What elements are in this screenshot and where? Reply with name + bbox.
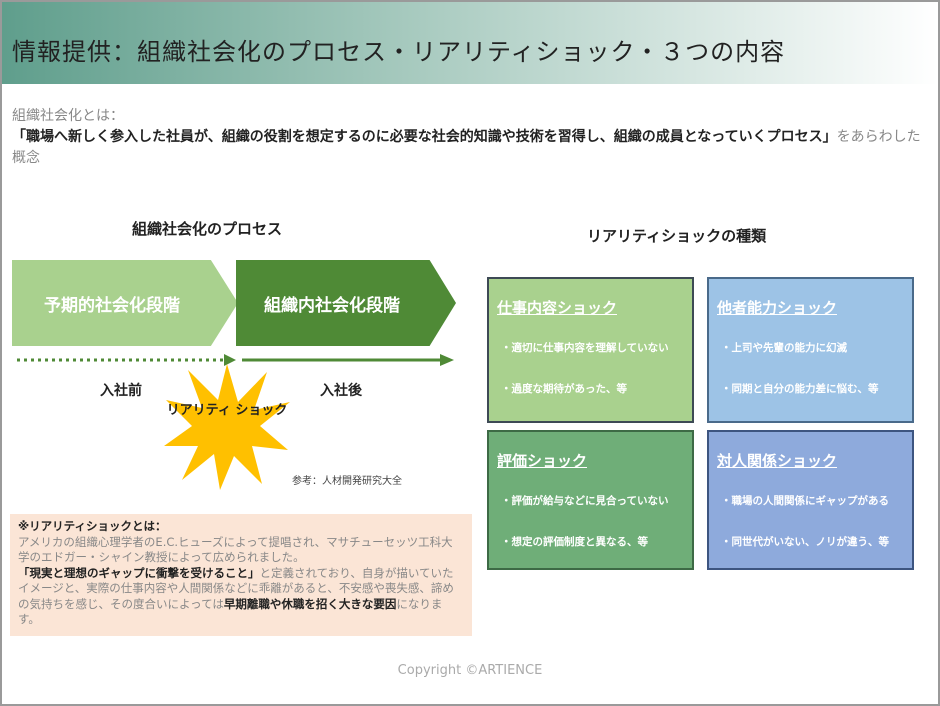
process-heading: 組織社会化のプロセス: [132, 220, 283, 238]
shock-box-relationships: 対人関係ショック ・職場の人間関係にギャップがある ・同世代がいない、ノリが違う…: [707, 430, 914, 570]
intro-label: 組織社会化とは：: [12, 108, 124, 124]
before-joining-label: 入社前: [100, 383, 142, 399]
stage1-label: 予期的社会化段階: [44, 295, 180, 316]
shock-box-job: 仕事内容ショック ・適切に仕事内容を理解していない ・過度な期待があった、等: [487, 277, 694, 423]
page-title: 情報提供：組織社会化のプロセス・リアリティショック・３つの内容: [12, 38, 786, 66]
header-banner: [2, 2, 938, 84]
shock-box-others-ability: 他者能力ショック ・上司や先輩の能力に幻滅 ・同期と自分の能力差に悩む、等: [707, 277, 914, 423]
box-title: 他者能力ショック: [717, 299, 838, 317]
copyright: Copyright ©ARTIENCE: [397, 663, 543, 678]
stage-organizational: 組織内社会化段階: [236, 260, 456, 346]
note-text: と定義されており、自身が描いていたイメージと、実際の仕事内容や人間関係などに乖離…: [18, 565, 454, 611]
starburst-icon: [164, 364, 290, 490]
box-item: ・職場の人間関係にギャップがある: [721, 495, 889, 507]
note-text: アメリカの組織心理学者のE.C.ヒューズによって提唱され、マサチューセッツ工科大…: [18, 534, 453, 565]
note-bold: 「現実と理想のギャップに衝撃を受けること」: [18, 565, 260, 580]
box-item: ・適切に仕事内容を理解していない: [501, 342, 669, 354]
box-item: ・評価が給与などに見合っていない: [501, 495, 669, 507]
box-item: ・同期と自分の能力差に悩む、等: [721, 383, 879, 395]
note-text: になります。: [18, 596, 443, 627]
intro: 組織社会化とは： 「職場へ新しく参入した社員が、組織の役割を想定するのに必要な社…: [12, 106, 922, 169]
shock-box-evaluation: 評価ショック ・評価が給与などに見合っていない ・想定の評価制度と異なる、等: [487, 430, 694, 570]
box-title: 仕事内容ショック: [497, 299, 618, 317]
types-heading: リアリティショックの種類: [587, 227, 767, 245]
timeline-arrows: [17, 354, 454, 366]
stage-anticipatory: 予期的社会化段階: [12, 260, 238, 346]
box-item: ・同世代がいない、ノリが違う、等: [721, 536, 889, 548]
box-title: 評価ショック: [497, 452, 588, 470]
box-title: 対人関係ショック: [717, 452, 838, 470]
reality-shock-label: リアリティ ショック: [166, 403, 288, 418]
note-box: ※リアリティショックとは： アメリカの組織心理学者のE.C.ヒューズによって提唱…: [10, 514, 472, 636]
intro-definition: 「職場へ新しく参入した社員が、組織の役割を想定するのに必要な社会的知識や技術を習…: [12, 129, 837, 145]
reference: 参考：人材開発研究大全: [292, 476, 402, 487]
box-item: ・過度な期待があった、等: [501, 383, 627, 395]
box-item: ・上司や先輩の能力に幻滅: [721, 342, 847, 354]
after-joining-label: 入社後: [320, 383, 362, 399]
stage2-label: 組織内社会化段階: [264, 295, 400, 316]
intro-suffix: をあらわした概念: [12, 129, 921, 166]
note-heading: ※リアリティショックとは：: [18, 519, 167, 533]
box-item: ・想定の評価制度と異なる、等: [501, 536, 648, 548]
note-bold: 早期離職や休職を招く大きな要因: [223, 596, 397, 611]
